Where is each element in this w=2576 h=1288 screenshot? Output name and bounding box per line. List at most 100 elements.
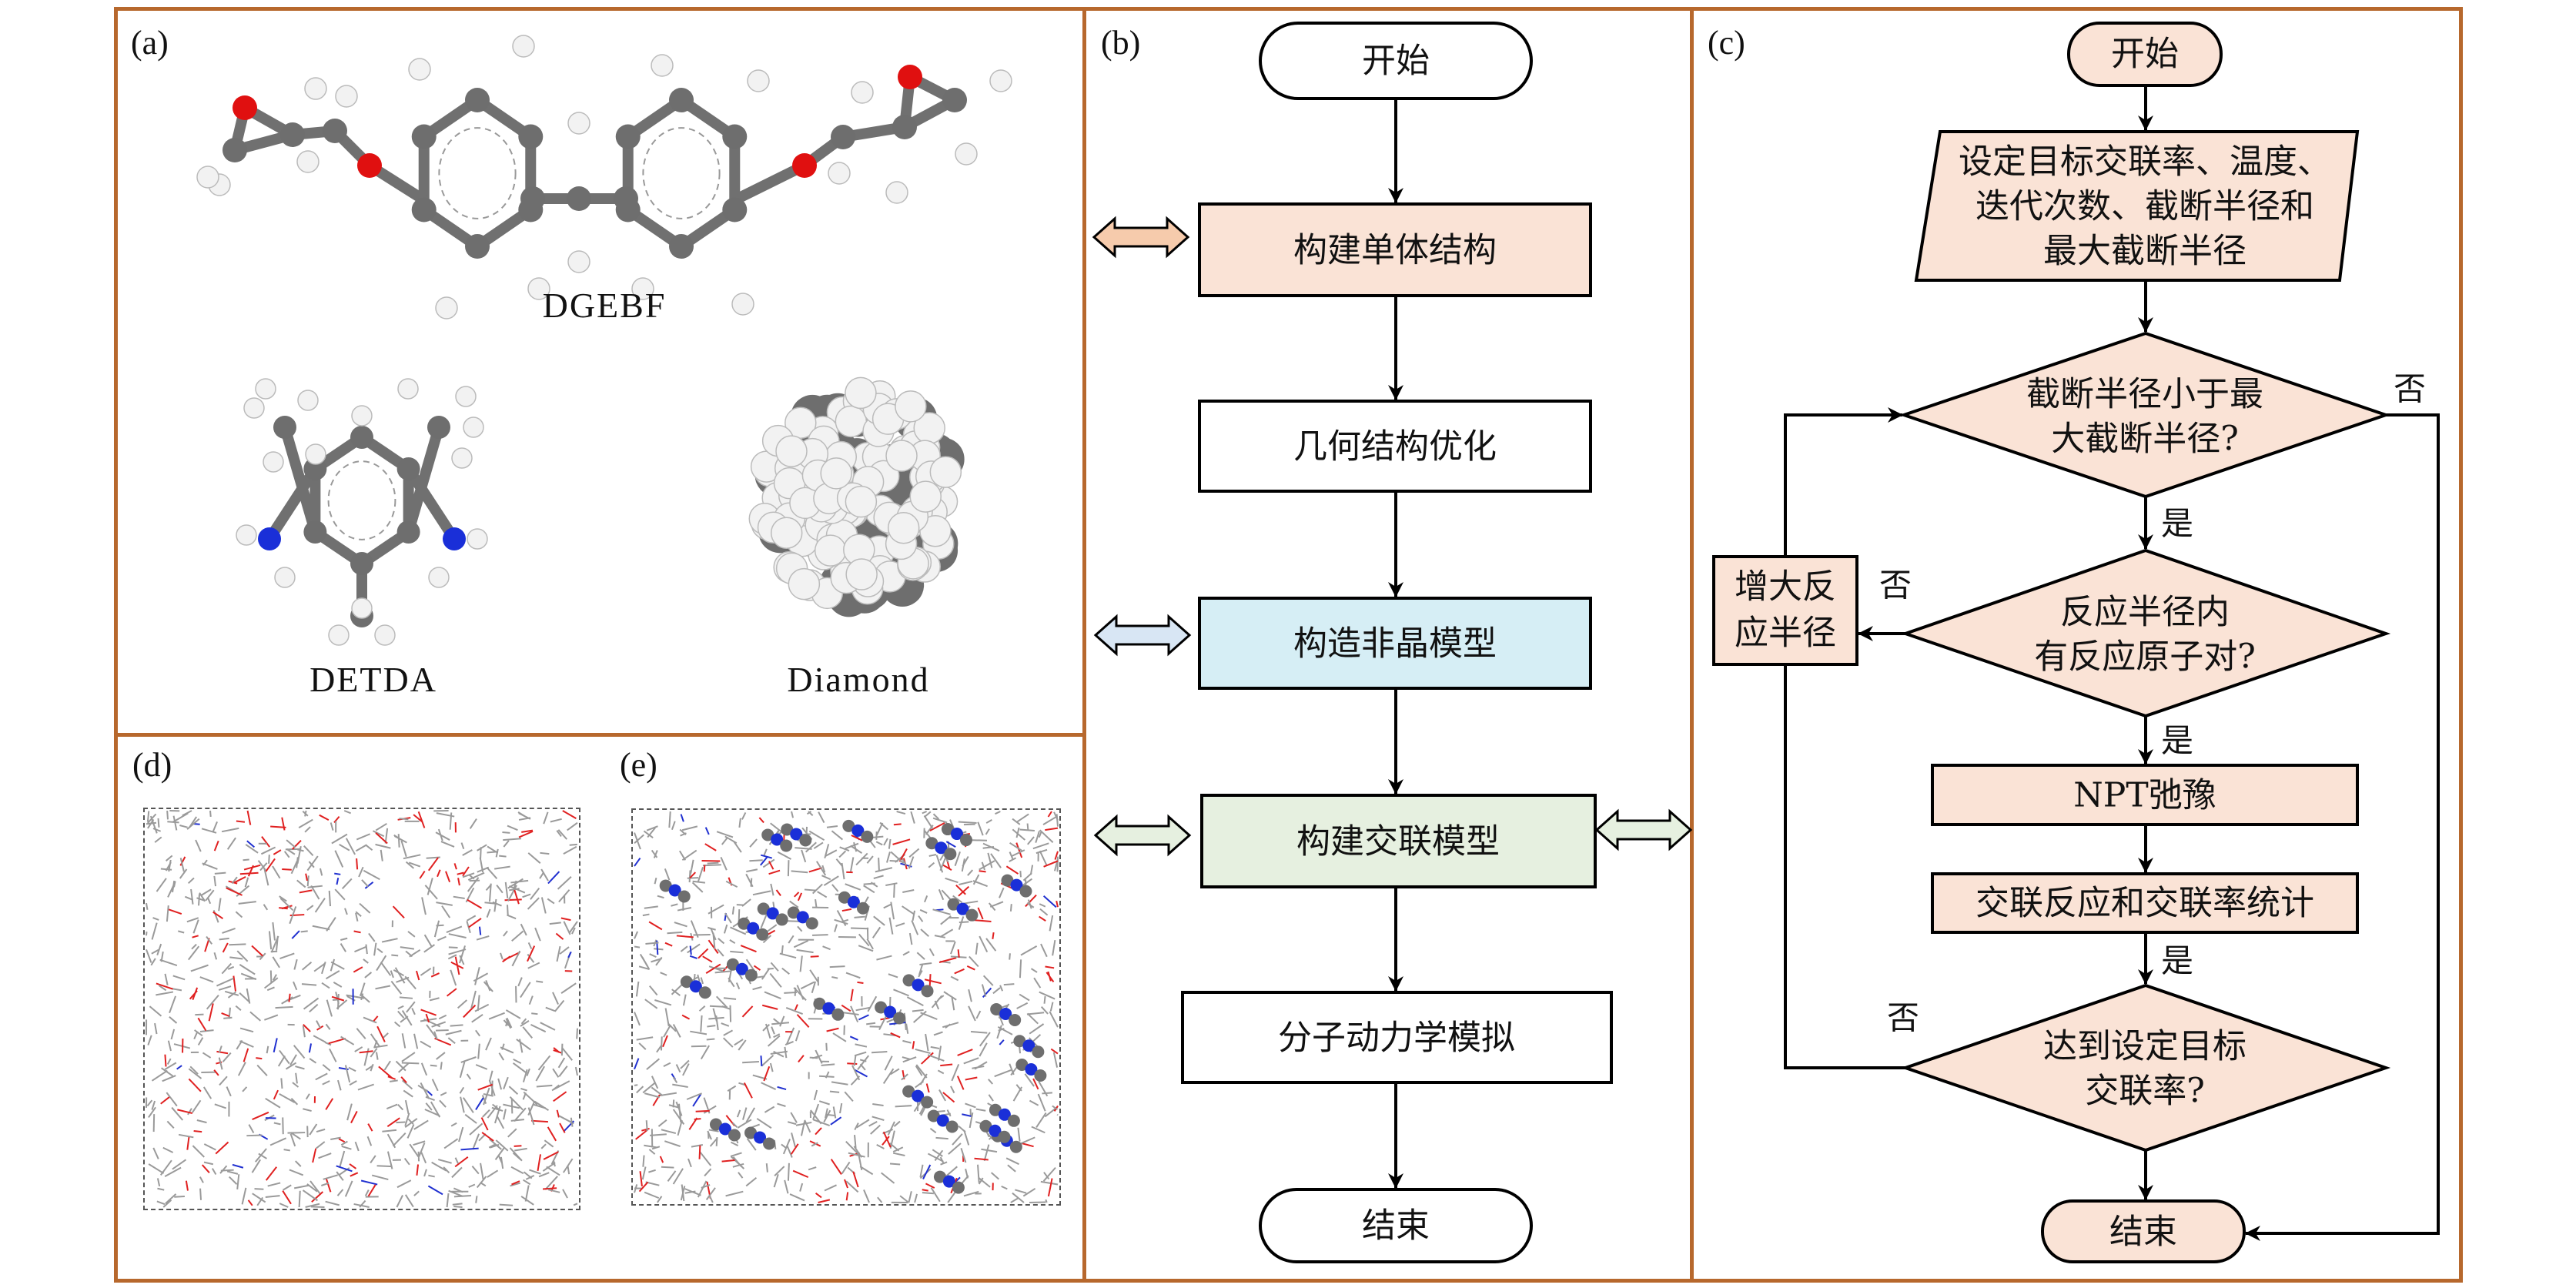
c-increase-node xyxy=(1712,555,1858,666)
md-bond xyxy=(908,1191,912,1203)
md-bond xyxy=(1022,872,1032,882)
md-crosslink-atom xyxy=(936,1114,949,1127)
md-bond xyxy=(187,877,195,885)
md-bond xyxy=(156,991,174,996)
atom-O xyxy=(357,153,382,178)
md-bond xyxy=(957,1049,973,1056)
md-bond xyxy=(1015,842,1023,858)
md-bond xyxy=(504,898,522,902)
md-bond xyxy=(279,898,294,912)
md-bond xyxy=(858,945,874,952)
md-bond xyxy=(514,889,520,905)
md-bond xyxy=(680,945,688,952)
md-crosslink-atom xyxy=(998,1108,1011,1121)
md-crosslink-atom xyxy=(698,986,711,999)
c-loop-back-arrow xyxy=(1784,407,1903,557)
md-bond xyxy=(1039,915,1046,922)
md-bond xyxy=(329,1048,337,1062)
md-bond xyxy=(634,834,644,844)
atom-H xyxy=(845,376,877,410)
c-decision3-line1: 达到设定目标 xyxy=(2043,1027,2246,1066)
md-bond xyxy=(542,1162,556,1172)
md-bond xyxy=(725,1190,744,1197)
md-bond xyxy=(201,888,212,896)
md-bond xyxy=(1029,1201,1046,1203)
md-bond xyxy=(152,1147,159,1159)
md-bond xyxy=(483,1087,490,1106)
md-bond xyxy=(785,1041,794,1046)
md-bond xyxy=(773,1033,781,1039)
md-bond xyxy=(634,1012,641,1026)
md-bond xyxy=(875,841,883,846)
b-start-text: 开始 xyxy=(1362,42,1430,81)
md-bond xyxy=(638,1042,647,1050)
md-bond xyxy=(503,930,508,937)
md-bond xyxy=(370,1048,378,1058)
md-bond xyxy=(1035,831,1040,843)
md-bond xyxy=(794,1004,798,1011)
md-bond xyxy=(530,1024,547,1033)
md-bond xyxy=(763,848,768,856)
md-bond xyxy=(887,1121,895,1136)
atom-O xyxy=(792,153,817,178)
atom-C xyxy=(350,552,373,575)
md-bond xyxy=(568,921,578,934)
md-bond xyxy=(554,999,565,1012)
md-bond xyxy=(729,1005,732,1022)
md-bond xyxy=(239,964,256,975)
md-bond xyxy=(485,1037,492,1051)
md-bond xyxy=(148,1163,165,1174)
md-bond xyxy=(743,1082,753,1099)
md-bond xyxy=(774,1166,785,1176)
md-bond xyxy=(503,840,510,848)
md-bond xyxy=(547,871,560,885)
atom-H xyxy=(828,162,851,185)
md-bond xyxy=(923,811,932,818)
md-crosslink-atom xyxy=(979,1119,992,1132)
md-bond xyxy=(884,1055,893,1071)
md-bond xyxy=(440,841,455,848)
md-bond xyxy=(901,858,908,866)
md-bond xyxy=(679,828,687,835)
md-bond xyxy=(146,1099,153,1107)
md-bond xyxy=(298,1190,301,1208)
md-bond xyxy=(211,1168,217,1176)
md-bond xyxy=(912,1009,924,1012)
md-crosslink-atom xyxy=(925,837,938,850)
md-bond xyxy=(169,995,177,1014)
md-bond xyxy=(978,1177,984,1185)
md-crosslink-atom xyxy=(728,1129,741,1142)
md-bond xyxy=(375,822,387,831)
md-bond xyxy=(942,1092,955,1103)
md-bond xyxy=(788,935,795,944)
md-bond xyxy=(664,1140,681,1147)
md-bond xyxy=(192,1145,205,1158)
md-bond xyxy=(507,878,524,889)
md-bond xyxy=(459,955,465,965)
c-input-line2: 迭代次数、截断半径和 xyxy=(1975,187,2314,226)
md-bond xyxy=(782,1139,791,1155)
md-bond xyxy=(425,1102,433,1111)
md-bond xyxy=(555,932,564,940)
md-bond xyxy=(404,1099,410,1115)
md-bond xyxy=(764,1106,775,1113)
atom-H xyxy=(451,447,473,469)
md-bond xyxy=(559,946,570,955)
md-bond xyxy=(537,1154,542,1172)
md-bond xyxy=(881,1172,895,1184)
md-bond xyxy=(464,1113,477,1124)
md-bond xyxy=(830,1159,842,1176)
md-bond xyxy=(336,1079,342,1091)
md-bond xyxy=(708,926,716,931)
md-bond xyxy=(475,1064,488,1070)
md-bond xyxy=(746,868,758,873)
md-bond xyxy=(709,1138,718,1147)
md-bond xyxy=(241,1187,247,1205)
md-bond xyxy=(636,1086,644,1094)
md-bond xyxy=(199,1188,202,1200)
md-bond xyxy=(924,979,942,985)
md-bond xyxy=(420,1062,428,1076)
md-bond xyxy=(643,830,654,838)
atom-H xyxy=(297,390,319,411)
md-bond xyxy=(496,885,503,894)
